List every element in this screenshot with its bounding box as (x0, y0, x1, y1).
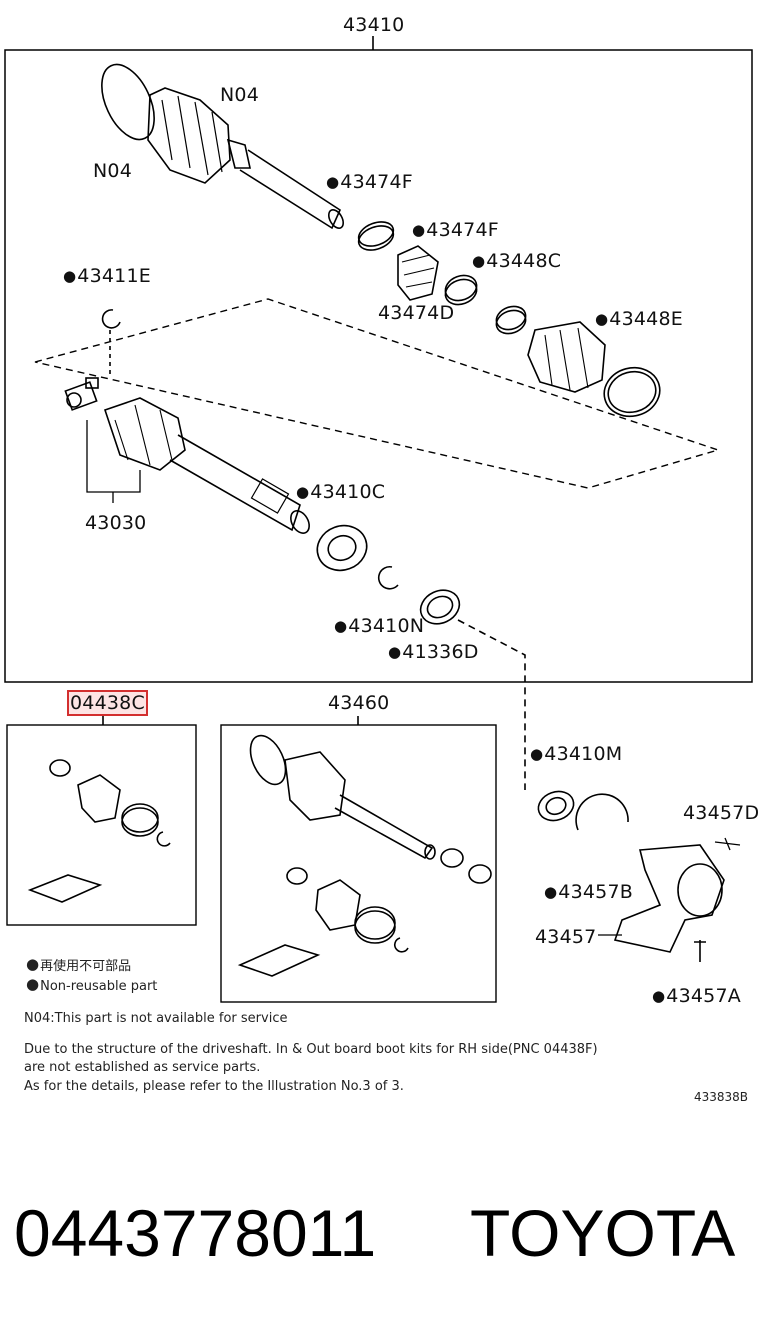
legend-jp: 再使用不可部品 (26, 955, 131, 974)
main-frame (4, 49, 753, 683)
label-43410m: 43410M (530, 743, 622, 765)
label-43474f-b: 43474F (412, 219, 499, 241)
inner-joint-dashed-outline (34, 298, 721, 489)
tripod-joint-drawing (64, 377, 310, 534)
label-43410: 43410 (343, 14, 405, 36)
kit-box-frame (6, 724, 197, 926)
label-43457a: 43457A (652, 985, 741, 1007)
label-n04-top: N04 (220, 84, 259, 106)
label-43474f-a: 43474F (326, 171, 413, 193)
label-43448c: 43448C (472, 250, 561, 272)
note-n04: N04:This part is not available for servi… (24, 1011, 288, 1026)
footer-brand: TOYOTA (470, 1196, 736, 1270)
shaft-box-frame (220, 724, 497, 1003)
diagram-id: 433838B (694, 1090, 749, 1104)
label-43410n: 43410N (334, 615, 424, 637)
label-43474d: 43474D (378, 302, 455, 324)
footer-part-number: 0443778011 (14, 1196, 377, 1270)
label-43448e: 43448E (595, 308, 683, 330)
label-43411e: 43411E (63, 265, 151, 287)
note-line-1: Due to the structure of the driveshaft. … (24, 1042, 598, 1057)
label-43457: 43457 (535, 926, 597, 948)
note-line-3: As for the details, please refer to the … (24, 1079, 404, 1094)
label-43030: 43030 (85, 512, 147, 534)
note-line-2: are not established as service parts. (24, 1060, 261, 1075)
label-43460: 43460 (328, 692, 390, 714)
label-43457b: 43457B (544, 881, 633, 903)
legend-en: Non-reusable part (26, 976, 157, 994)
label-43457d: 43457D (683, 802, 760, 824)
label-n04-left: N04 (93, 160, 132, 182)
label-43410c: 43410C (296, 481, 385, 503)
outer-cv-joint-drawing (101, 63, 345, 230)
label-04438c: 04438C (67, 690, 148, 716)
label-41336d: 41336D (388, 641, 479, 663)
